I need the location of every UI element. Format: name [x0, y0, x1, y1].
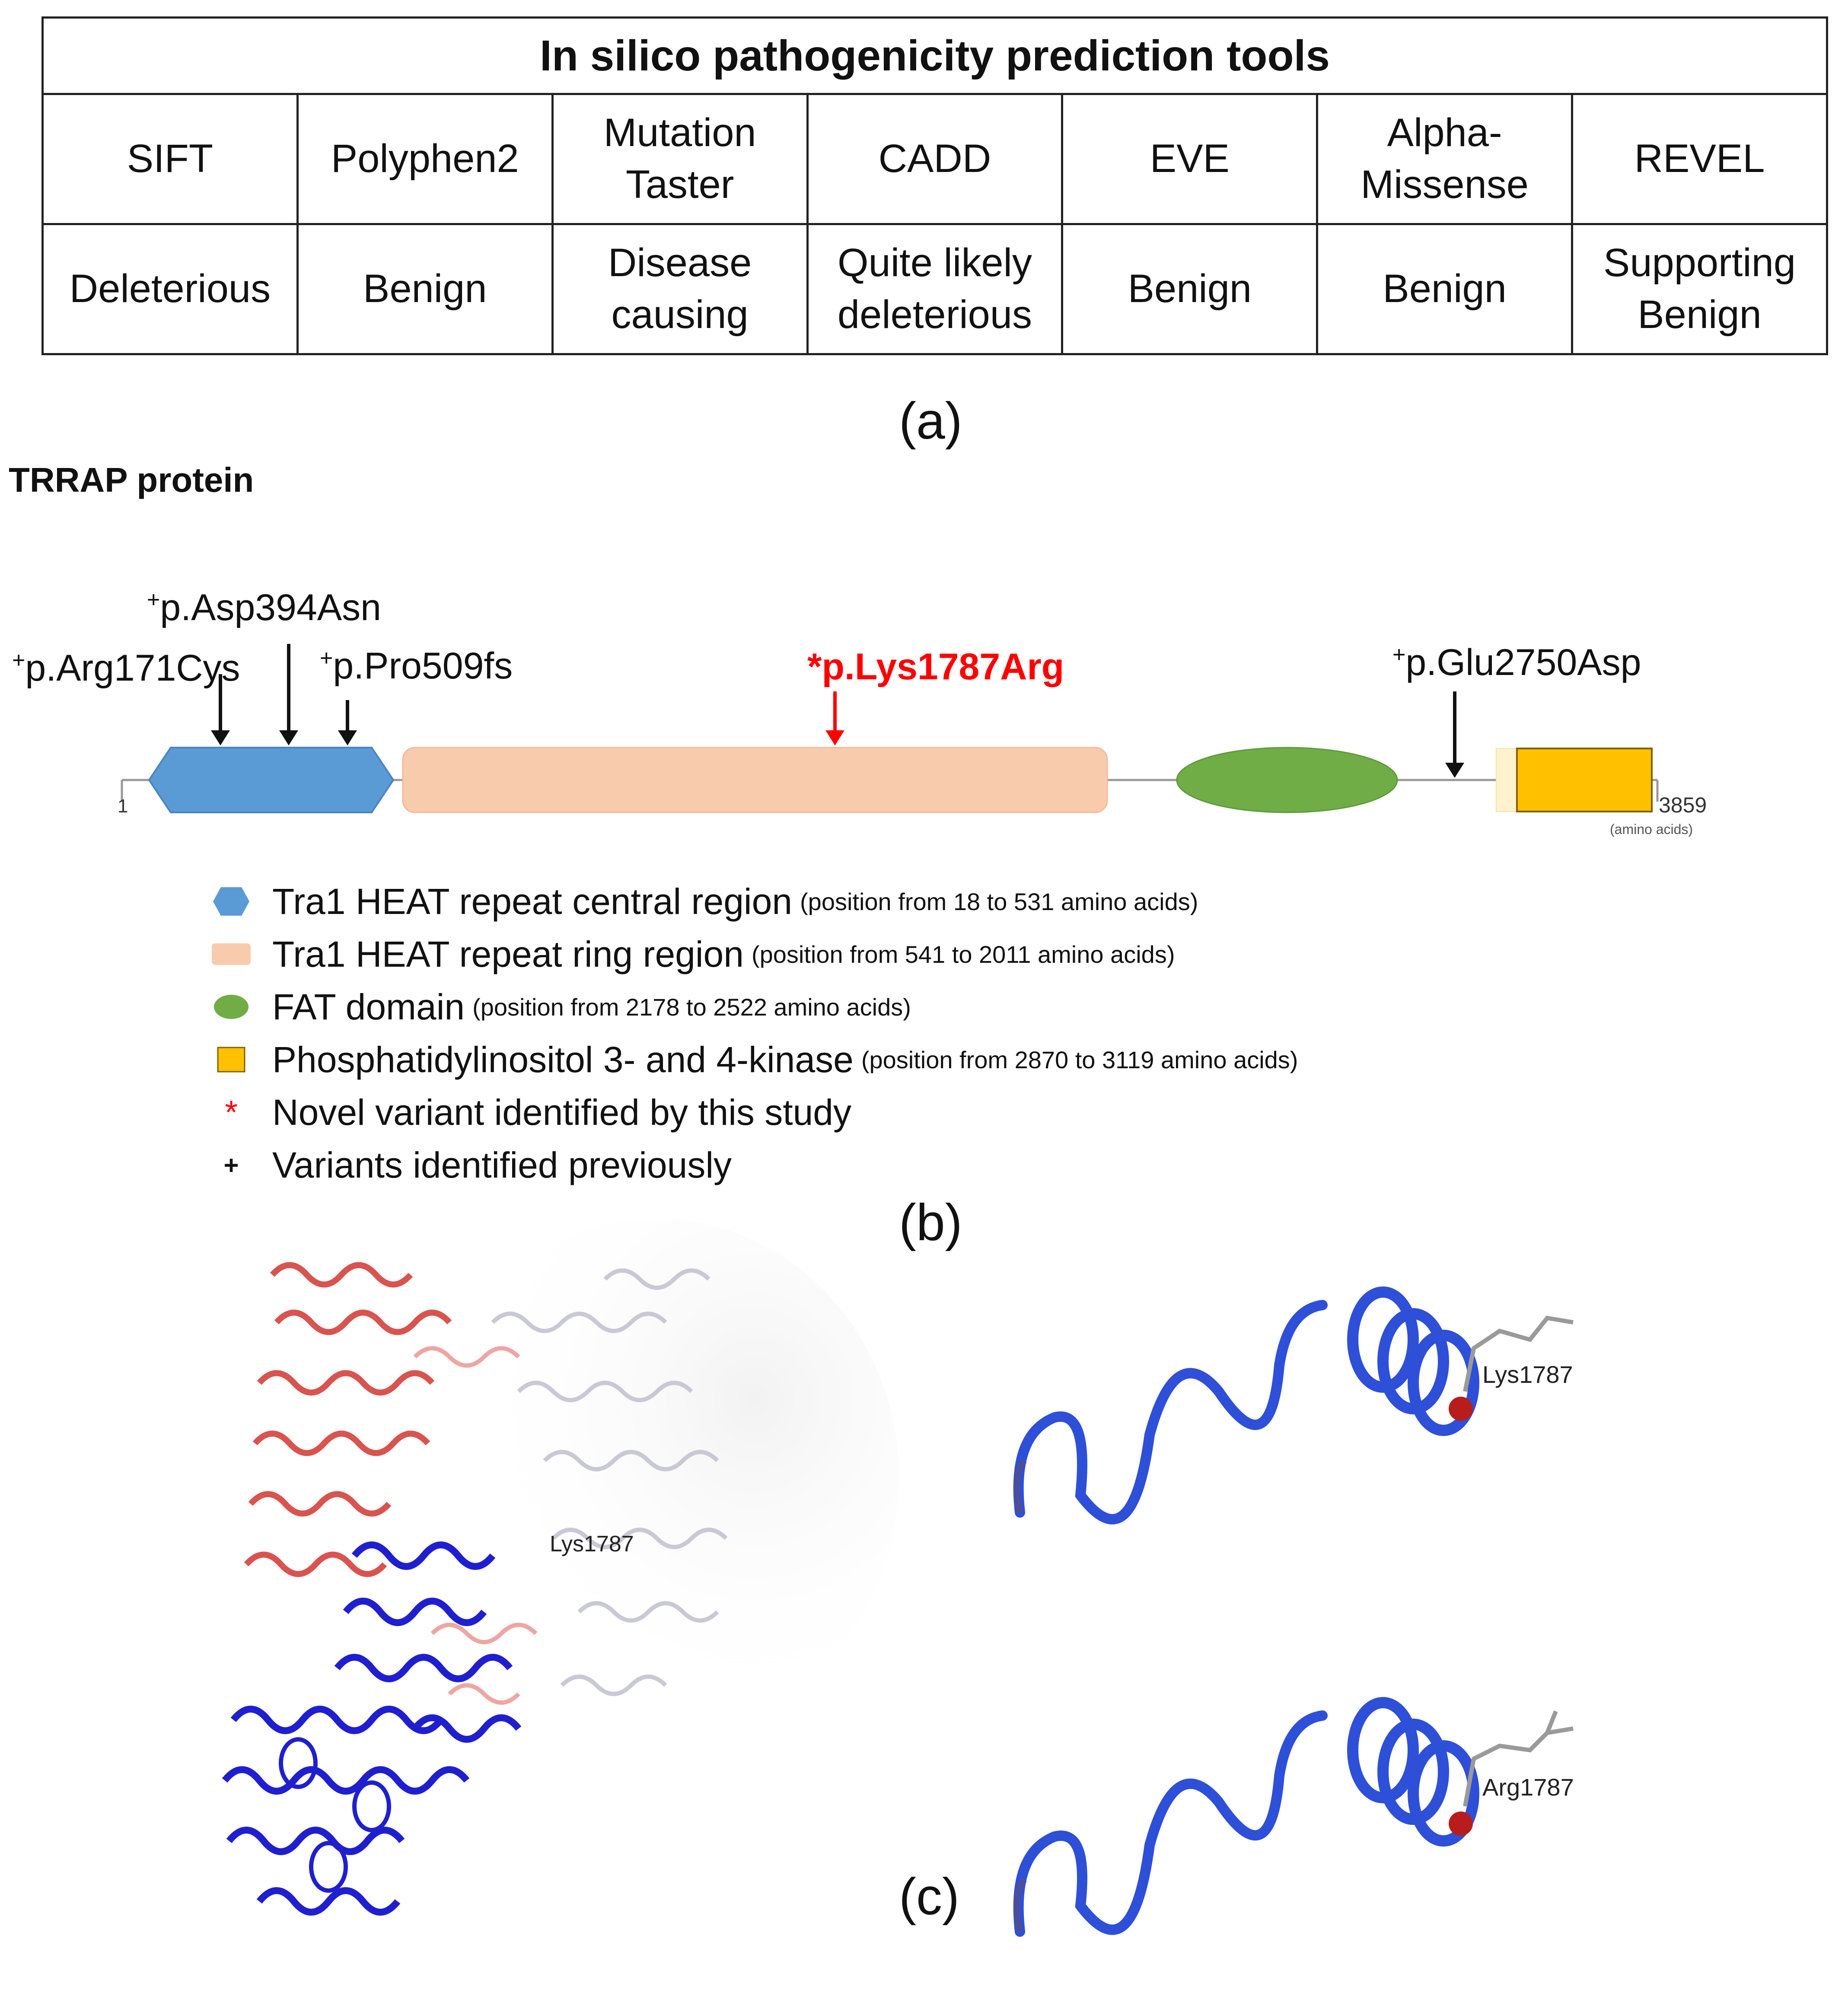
kinase-domain-rect [1516, 748, 1653, 812]
panel-label-b: (b) [899, 1194, 962, 1251]
legend-label: Tra1 HEAT repeat central region [272, 881, 793, 922]
tool-name: REVEL [1571, 93, 1828, 225]
pathogenicity-tools-table: In silico pathogenicity prediction tools… [41, 16, 1828, 355]
pale-region [415, 1219, 899, 1737]
legend-item-heat-central: Tra1 HEAT repeat central region (positio… [207, 875, 1298, 928]
domain-legend: Tra1 HEAT repeat central region (positio… [207, 875, 1298, 1191]
variant-label-glu2750asp: +p.Glu2750Asp [1392, 642, 1641, 683]
table-title: In silico pathogenicity prediction tools [41, 16, 1828, 95]
tool-result-row: Deleterious Benign Disease causing Quite… [41, 223, 1828, 355]
panel-label-c: (c) [899, 1868, 959, 1926]
tool-result: Benign [296, 223, 554, 355]
legend-item-fat: FAT domain (position from 2178 to 2522 a… [207, 981, 1298, 1033]
legend-range: (position from 2870 to 3119 amino acids) [861, 1046, 1298, 1073]
legend-range: (position from 18 to 531 amino acids) [800, 888, 1198, 915]
plus-icon: + [223, 1150, 239, 1180]
ellipse-swatch-icon [207, 994, 255, 1020]
wt-backbone-ribbon [1013, 1300, 1328, 1525]
tool-result: Disease causing [551, 223, 809, 355]
mutant-residue-label: Arg1787 [1482, 1773, 1574, 1801]
legend-label: Tra1 HEAT repeat ring region [272, 933, 744, 974]
tool-name: EVE [1061, 93, 1319, 225]
tool-result: Benign [1061, 223, 1319, 355]
variant-arr509 [338, 700, 357, 745]
legend-label: Novel variant identified by this study [272, 1092, 852, 1133]
variant-arr1787 [825, 691, 844, 745]
tool-result: Benign [1316, 223, 1574, 355]
variant-arr2750 [1445, 691, 1464, 778]
wt-helix-coils [1347, 1286, 1479, 1436]
blue-helix-rings [279, 1737, 391, 1893]
legend-label: Variants identified previously [272, 1144, 732, 1185]
variant-arr394 [279, 644, 298, 745]
square-swatch-icon [207, 1047, 255, 1073]
mutant-helix-image: Arg1787 [1013, 1697, 1574, 1937]
variant-label-lys1787arg: *p.Lys1787Arg [807, 646, 1064, 688]
variant-label-asp394asn: +p.Asp394Asn [147, 587, 381, 628]
mut-ribbon-tail [1013, 1878, 1027, 1933]
mut-helix-coils [1347, 1697, 1479, 1847]
tool-name: Polyphen2 [296, 93, 554, 225]
tool-name: CADD [806, 93, 1064, 225]
heat-ring-domain-rect [402, 747, 1108, 813]
legend-label: FAT domain [272, 986, 465, 1027]
fat-domain-ellipse [1176, 747, 1398, 813]
mut-side-chain [1463, 1710, 1574, 1807]
protein-start-label: 1 [118, 796, 128, 817]
tool-name: Mutation Taster [551, 93, 809, 225]
protein-end-label: 3859 [1659, 793, 1707, 817]
legend-item-novel: * Novel variant identified by this study [207, 1086, 1298, 1139]
legend-item-previous: + Variants identified previously [207, 1139, 1298, 1191]
panel-label-a: (a) [899, 392, 962, 450]
legend-item-kinase: Phosphatidylinositol 3- and 4-kinase (po… [207, 1033, 1298, 1086]
full-protein-structure-image: Lys1787 [222, 1219, 899, 1916]
tool-result: Supporting Benign [1571, 223, 1828, 355]
rect-swatch-icon [207, 943, 255, 965]
legend-label: Phosphatidylinositol 3- and 4-kinase [272, 1039, 854, 1080]
wt-residue-marker [1449, 1397, 1473, 1421]
tool-name: SIFT [41, 93, 299, 225]
wt-side-chain [1463, 1315, 1574, 1392]
legend-item-heat-ring: Tra1 HEAT repeat ring region (position f… [207, 928, 1298, 981]
legend-range: (position from 541 to 2011 amino acids) [751, 940, 1175, 968]
legend-range: (position from 2178 to 2522 amino acids) [472, 993, 911, 1021]
blue-helices [222, 1541, 522, 1916]
protein-end-unit: (amino acids) [1610, 821, 1693, 837]
hexagon-swatch-icon [207, 886, 255, 917]
protein-title: TRRAP protein [9, 461, 254, 499]
mut-backbone-ribbon [1013, 1710, 1328, 1937]
pink-helices [413, 1346, 538, 1705]
wildtype-helix-image: Lys1787 [1013, 1286, 1574, 1525]
variant-label-arg171cys: +p.Arg171Cys [12, 647, 240, 689]
wt-ribbon-tail [1013, 1458, 1027, 1513]
red-helices [244, 1262, 452, 1577]
wildtype-residue-label: Lys1787 [1482, 1361, 1573, 1388]
tool-result: Quite likely deleterious [806, 223, 1064, 355]
variant-arr171 [211, 674, 230, 745]
tool-name-row: SIFT Polyphen2 Mutation Taster CADD EVE … [41, 93, 1828, 225]
tool-name: Alpha-Missense [1316, 93, 1574, 225]
heat-central-domain-hexagon [148, 747, 395, 813]
tool-result: Deleterious [41, 223, 299, 355]
mut-residue-marker [1449, 1812, 1473, 1836]
protein-domain-map: 1 3859 (amino acids) +p.Arg171Cys +p.Asp… [12, 587, 1707, 837]
pale-helices [491, 1268, 728, 1696]
full-structure-residue-label: Lys1787 [550, 1531, 634, 1557]
variant-label-pro509fs: +p.Pro509fs [320, 645, 513, 687]
asterisk-icon: * [225, 1094, 238, 1131]
